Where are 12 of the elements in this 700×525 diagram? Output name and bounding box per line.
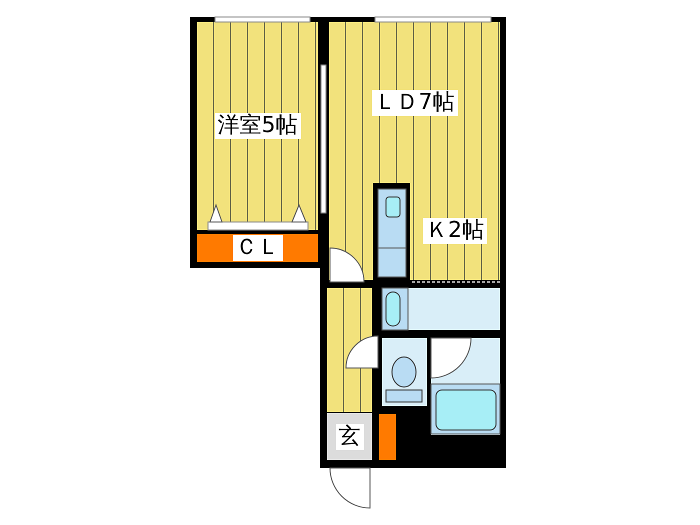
room-label: ＬＤ7帖 <box>372 90 458 116</box>
room-label: ＣＬ <box>232 235 282 261</box>
room-floor <box>197 22 318 230</box>
closet-area <box>197 234 318 262</box>
room-label: 玄 <box>336 424 364 450</box>
bathroom-area <box>431 338 500 435</box>
entrance-area <box>327 413 372 460</box>
room-floor <box>329 22 500 280</box>
room-label: Ｋ2帖 <box>423 218 487 244</box>
room-label: 洋室5帖 <box>214 113 300 139</box>
washroom-area <box>382 288 500 330</box>
toilet-room <box>382 338 427 406</box>
